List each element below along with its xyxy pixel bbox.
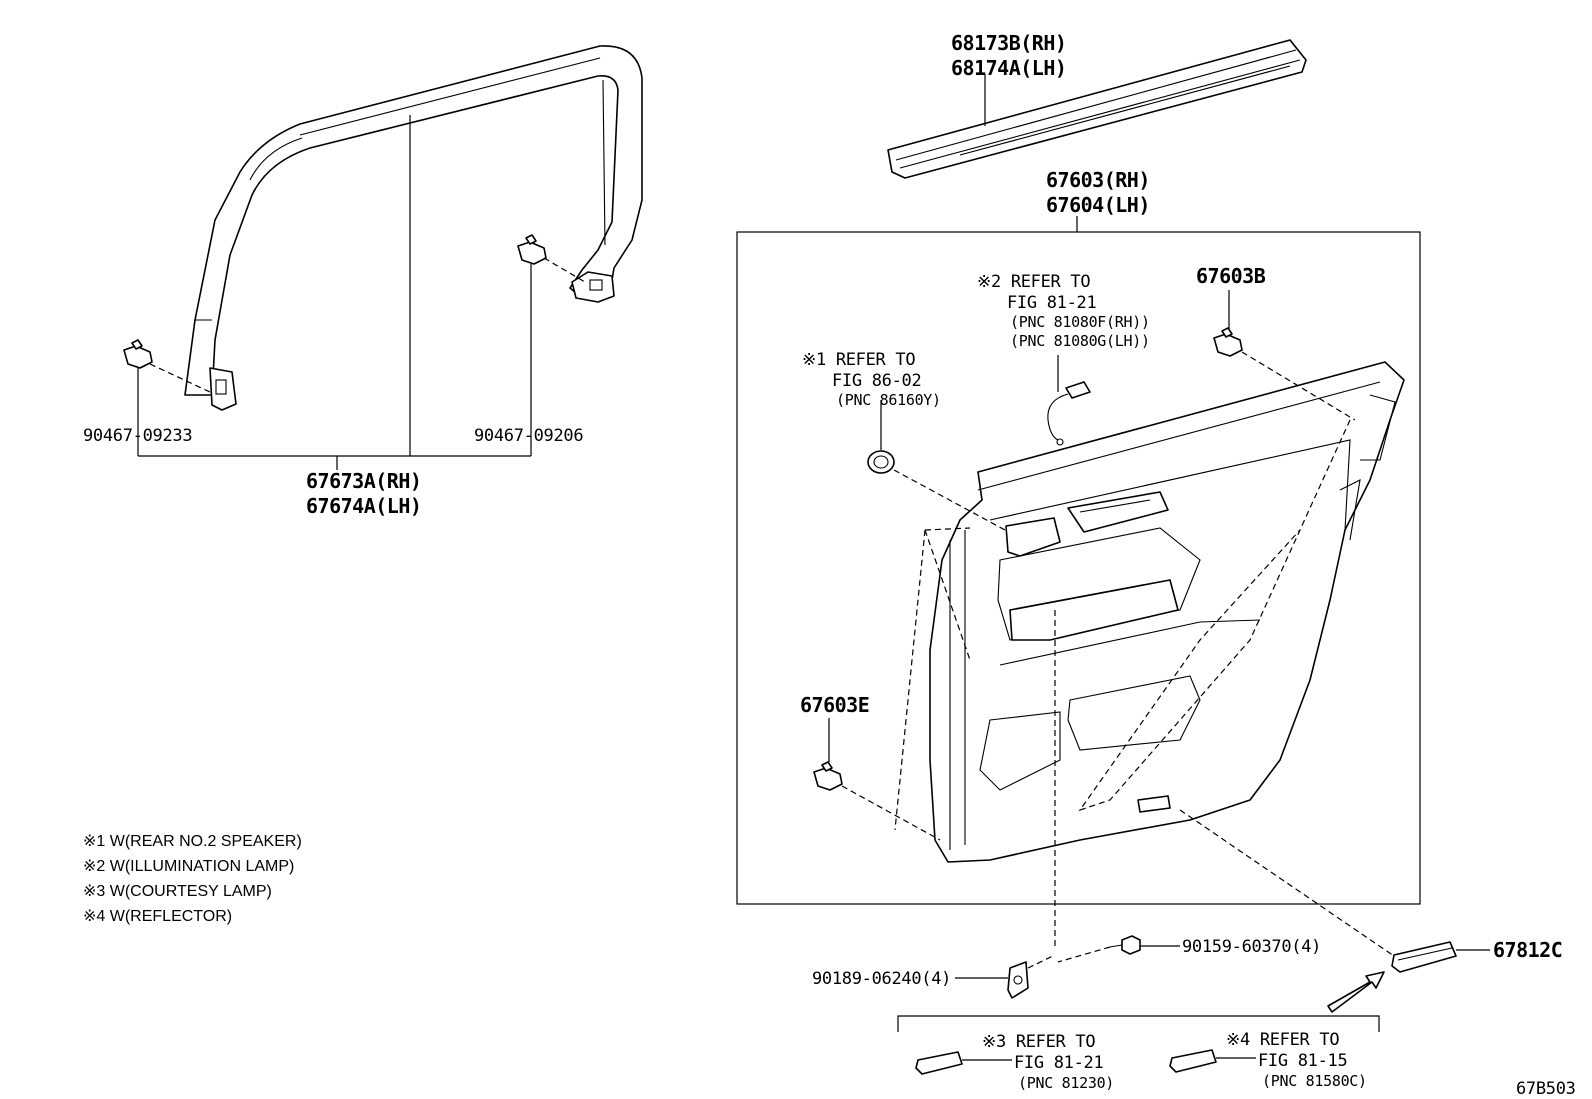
reflector-icon bbox=[1391, 941, 1457, 973]
clip-67603e-label: 67603E bbox=[800, 693, 869, 717]
door-trim-panel-drawing bbox=[929, 361, 1405, 863]
ref1-text-line3: (PNC 86160Y) bbox=[836, 391, 941, 409]
nut-dash bbox=[1027, 954, 1056, 969]
door-trim-lh-label: 67604(LH) bbox=[1046, 193, 1150, 217]
door-trim-rh-label: 67603(RH) bbox=[1046, 168, 1150, 192]
belt-molding-lh-label: 68174A(LH) bbox=[951, 56, 1066, 80]
clip-67603b-label: 67603B bbox=[1196, 264, 1266, 288]
legend-note-3: ※3 W(COURTESY LAMP) bbox=[83, 883, 272, 900]
clip-right-leader bbox=[543, 257, 586, 283]
courtesy-lamp-icon bbox=[915, 1051, 963, 1075]
belt-molding-rh-label: 68173B(RH) bbox=[951, 31, 1066, 55]
illumination-lamp-wire-icon bbox=[1047, 381, 1091, 446]
clip-67603e-dash bbox=[841, 785, 941, 841]
ref-bracket bbox=[897, 1015, 1380, 1032]
ref1-text-line1: ※1 REFER TO bbox=[802, 350, 915, 370]
figure-code: 67B503 bbox=[1516, 1079, 1576, 1099]
clip-left-label: 90467-09233 bbox=[83, 426, 192, 446]
ref2-text-line3: (PNC 81080F(RH)) bbox=[1010, 313, 1150, 331]
ref1-text-line2: FIG 86-02 bbox=[832, 371, 921, 391]
ref3-text-line3: (PNC 81230) bbox=[1018, 1074, 1114, 1092]
ref3-text-line2: FIG 81-21 bbox=[1014, 1053, 1103, 1073]
door-trim-box bbox=[736, 231, 1421, 905]
clip-left-leader bbox=[149, 363, 211, 393]
frame-molding-drawing bbox=[184, 45, 643, 411]
frame-molding-rh-label: 67673A(RH) bbox=[306, 469, 421, 493]
legend-note-2: ※2 W(ILLUMINATION LAMP) bbox=[83, 858, 294, 875]
belt-molding-drawing bbox=[887, 39, 1307, 179]
speaker-icon bbox=[867, 450, 895, 474]
direction-arrow-icon bbox=[1327, 971, 1385, 1013]
ref4-text-line1: ※4 REFER TO bbox=[1226, 1030, 1339, 1050]
screw-label: 90159-60370(4) bbox=[1182, 937, 1321, 957]
nut-label: 90189-06240(4) bbox=[812, 969, 951, 989]
trim-clip-dashes-right bbox=[1078, 419, 1351, 812]
clip-67603b-icon bbox=[1213, 327, 1243, 357]
speaker-dash bbox=[893, 469, 1006, 531]
clip-right-icon bbox=[517, 234, 547, 265]
clip-67603e-icon bbox=[813, 761, 843, 791]
screw-dash bbox=[1057, 946, 1111, 963]
ref4-text-line2: FIG 81-15 bbox=[1258, 1051, 1347, 1071]
reflector-ref-icon bbox=[1169, 1049, 1217, 1073]
trim-clip-dashes-left bbox=[894, 527, 971, 831]
nut-icon bbox=[1007, 961, 1029, 999]
ref3-text-line1: ※3 REFER TO bbox=[982, 1032, 1095, 1052]
legend-note-4: ※4 W(REFLECTOR) bbox=[83, 908, 232, 925]
clip-67603b-dash bbox=[1241, 351, 1356, 421]
legend-note-1: ※1 W(REAR NO.2 SPEAKER) bbox=[83, 833, 302, 850]
reflector-dash bbox=[1179, 809, 1395, 957]
ref2-text-line4: (PNC 81080G(LH)) bbox=[1010, 332, 1150, 350]
ref4-text-line3: (PNC 81580C) bbox=[1262, 1072, 1367, 1090]
screw-icon bbox=[1109, 935, 1141, 955]
clip-right-label: 90467-09206 bbox=[474, 426, 583, 446]
clip-left-icon bbox=[123, 339, 153, 369]
ref2-text-line2: FIG 81-21 bbox=[1007, 293, 1096, 313]
ref2-text-line1: ※2 REFER TO bbox=[977, 272, 1090, 292]
frame-molding-lh-label: 67674A(LH) bbox=[306, 494, 421, 518]
reflector-label: 67812C bbox=[1493, 938, 1562, 962]
